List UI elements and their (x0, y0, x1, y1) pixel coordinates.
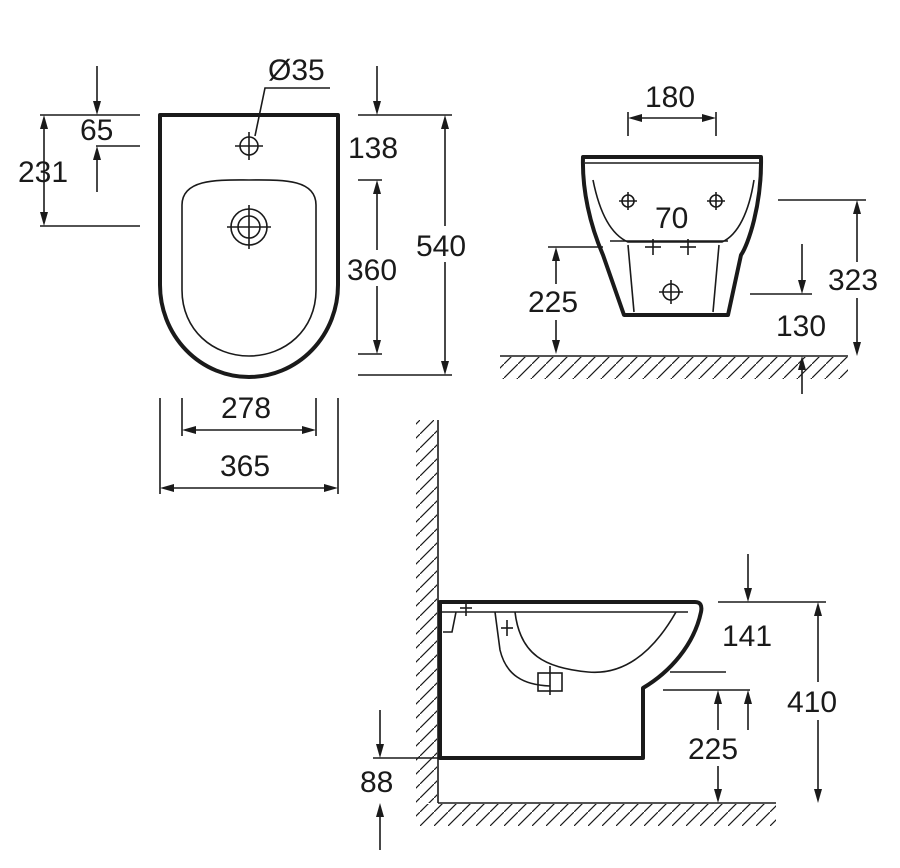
top-view: Ø35 65 231 138 360 540 (18, 54, 468, 494)
dim-hole-to-center: 231 (18, 156, 68, 189)
side-view: 141 410 225 88 (360, 420, 851, 850)
dim-bowl-length: 360 (347, 254, 397, 287)
side-floor-hatch (416, 804, 776, 826)
side-view-outline (438, 600, 704, 760)
dim-bolt-height: 130 (776, 310, 826, 343)
dim-overall-width: 365 (220, 450, 270, 483)
top-view-bowl (181, 179, 317, 357)
dim-bolt-spacing: 70 (655, 202, 688, 235)
dim-front-offset: 65 (80, 114, 113, 147)
side-fixing-symbols (460, 600, 563, 695)
dim-floor-clearance: 88 (360, 766, 393, 799)
front-floor-hatch (500, 357, 848, 379)
dim-hole-diameter: Ø35 (268, 54, 325, 87)
tap-hole-symbol (235, 132, 263, 160)
dim-bowl-width: 278 (221, 392, 271, 425)
front-view-outline (580, 155, 764, 317)
dim-side-outlet-height: 225 (688, 733, 738, 766)
side-wall-hatch (416, 420, 437, 803)
front-view: 180 70 225 130 323 (500, 81, 890, 394)
top-view-outline (158, 113, 340, 379)
dim-outlet-height: 225 (528, 286, 578, 319)
drain-symbol (227, 205, 271, 249)
dim-overall-height: 323 (828, 264, 878, 297)
dim-rim-to-hole: 138 (348, 132, 398, 165)
dim-rim-depth: 141 (722, 620, 772, 653)
dim-side-overall-height: 410 (787, 686, 837, 719)
dim-top-spacing: 180 (645, 81, 695, 114)
dim-overall-length: 540 (416, 230, 466, 263)
